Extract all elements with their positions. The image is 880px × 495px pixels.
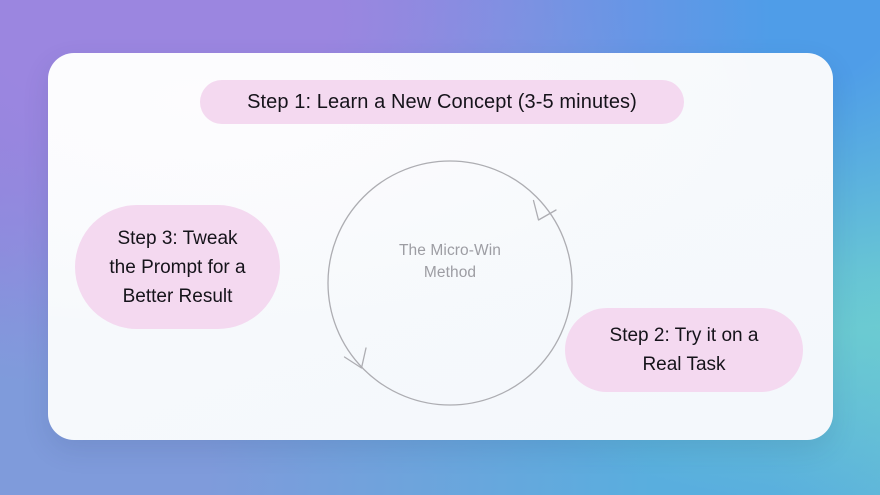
step-3-pill[interactable]: Step 3: Tweak the Prompt for a Better Re… <box>75 205 280 329</box>
cycle-circle <box>327 160 573 406</box>
cycle-center-label: The Micro-Win Method <box>398 242 502 281</box>
step-1-label: Step 1: Learn a New Concept (3-5 minutes… <box>247 90 637 113</box>
cycle-arrowhead-bottom-left-icon <box>343 347 367 369</box>
step-2-pill[interactable]: Step 2: Try it on a Real Task <box>565 308 803 392</box>
step-2-label: Step 2: Try it on a Real Task <box>609 325 759 375</box>
cycle-diagram: The Micro-Win Method <box>300 133 600 433</box>
step-1-pill[interactable]: Step 1: Learn a New Concept (3-5 minutes… <box>200 80 684 124</box>
cycle-arrowhead-top-right-icon <box>532 199 557 221</box>
cycle-ring-icon <box>327 160 573 406</box>
step-3-label: Step 3: Tweak the Prompt for a Better Re… <box>109 227 246 307</box>
content-card: The Micro-Win Method Step 1: Learn a New… <box>48 53 833 440</box>
